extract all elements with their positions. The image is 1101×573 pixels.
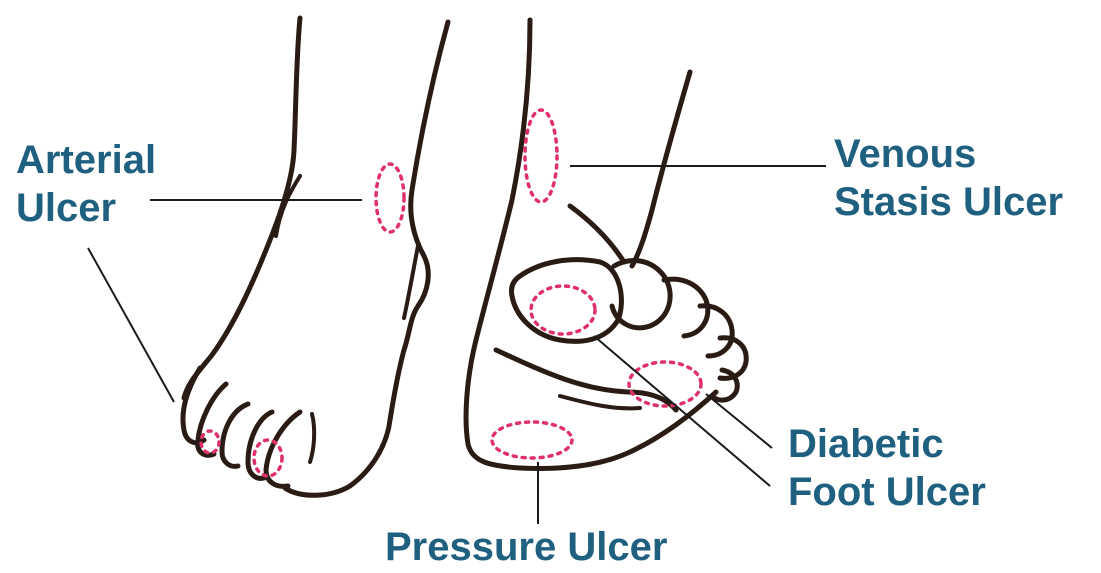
arterial-ulcer-label-line2: Ulcer bbox=[16, 184, 156, 232]
diabetic-leader-line-pad bbox=[594, 336, 770, 486]
diabetic-ulcer-pad-spot bbox=[531, 286, 595, 334]
arterial-ulcer-label-line1: Arterial bbox=[16, 136, 156, 184]
left-foot-front-view bbox=[183, 18, 448, 495]
venous-ulcer-spot bbox=[525, 110, 557, 202]
arterial-ulcer-ankle-spot bbox=[376, 164, 404, 232]
left-foot-big-toe-crease bbox=[310, 414, 314, 462]
diabetic-foot-ulcer-label-line2: Foot Ulcer bbox=[788, 468, 986, 516]
right-foot-third-toe bbox=[700, 306, 732, 356]
right-foot-heel-crease bbox=[560, 396, 640, 408]
right-foot-leg-front-line bbox=[466, 20, 716, 468]
diabetic-foot-ulcer-label-line1: Diabetic bbox=[788, 420, 986, 468]
left-foot-leg-inner-line bbox=[285, 22, 448, 495]
arterial-ulcer-label: Arterial Ulcer bbox=[16, 136, 156, 232]
venous-stasis-ulcer-label: Venous Stasis Ulcer bbox=[834, 130, 1063, 226]
leader-lines bbox=[88, 166, 826, 524]
pressure-ulcer-heel-spot bbox=[492, 422, 572, 458]
right-foot-leg-back-line bbox=[632, 72, 690, 266]
right-foot-side-view bbox=[466, 20, 746, 468]
venous-stasis-ulcer-label-line2: Stasis Ulcer bbox=[834, 178, 1063, 226]
venous-stasis-ulcer-label-line1: Venous bbox=[834, 130, 1063, 178]
left-foot-third-toe bbox=[222, 404, 248, 466]
pressure-ulcer-label: Pressure Ulcer bbox=[385, 523, 667, 571]
right-foot-sole-pad bbox=[511, 260, 621, 342]
diabetic-foot-ulcer-label: Diabetic Foot Ulcer bbox=[788, 420, 986, 516]
pressure-ulcer-label-text: Pressure Ulcer bbox=[385, 523, 667, 571]
right-foot-instep-line bbox=[570, 206, 624, 262]
arterial-leader-line-toe bbox=[88, 248, 174, 402]
